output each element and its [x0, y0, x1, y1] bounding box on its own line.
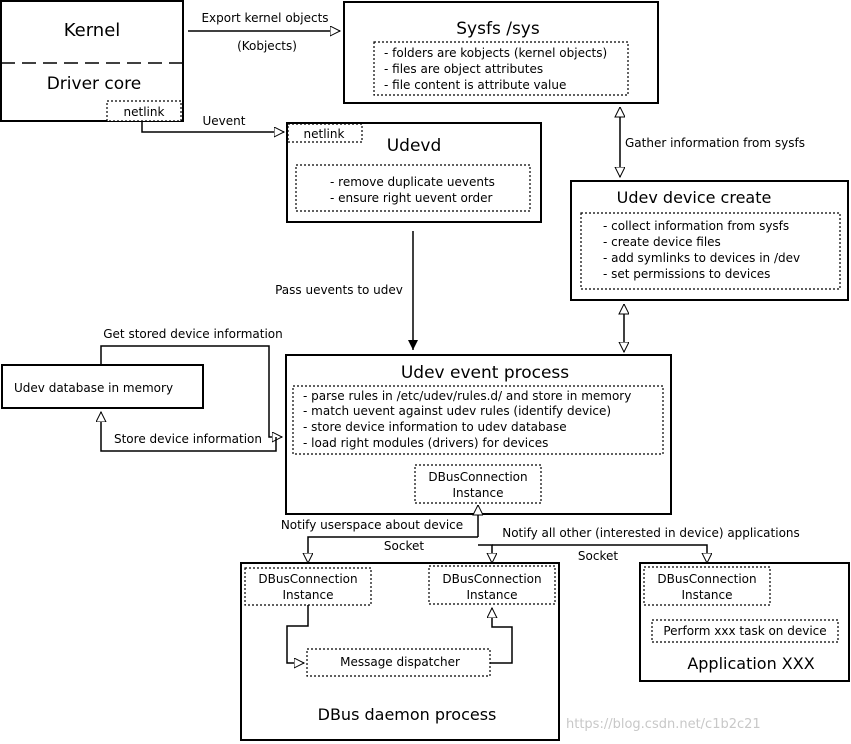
udevd-netlink-label: netlink [304, 127, 345, 141]
udevd-title: Udevd [387, 136, 442, 156]
kobjects-label: (Kobjects) [237, 39, 297, 53]
kernel-netlink-label: netlink [124, 105, 165, 119]
device-create-note-4: - set permissions to devices [603, 267, 770, 281]
database-box: Udev database in memory [1, 364, 204, 409]
kernel-title: Kernel [64, 20, 121, 41]
driver-core-title: Driver core [47, 74, 142, 94]
export-label: Export kernel objects [201, 11, 328, 25]
pass-uevents-label: Pass uevents to udev [275, 283, 403, 297]
sysfs-box: Sysfs /sys - folders are kobjects (kerne… [343, 1, 659, 104]
udevd-note-2: - ensure right uevent order [330, 191, 493, 205]
pass-uevents-arrow: Pass uevents to udev [275, 231, 418, 350]
event-note-1: - parse rules in /etc/udev/rules.d/ and … [303, 389, 631, 403]
event-dbus-line2: Instance [452, 486, 503, 500]
device-create-note-2: - create device files [603, 235, 721, 249]
database-title: Udev database in memory [14, 381, 173, 395]
watermark: https://blog.csdn.net/c1b2c21 [566, 717, 761, 732]
daemon-conn-left-line1: DBusConnection [258, 572, 357, 586]
export-arrow: Export kernel objects (Kobjects) [188, 11, 340, 53]
notify-arrows: Notify userspace about device Notify all… [281, 505, 800, 563]
udevd-note-1: - remove duplicate uevents [330, 175, 495, 189]
application-box: DBusConnection Instance Perform xxx task… [639, 562, 850, 682]
daemon-conn-left-line2: Instance [282, 588, 333, 602]
event-dbus-line1: DBusConnection [428, 470, 527, 484]
app-task-label: Perform xxx task on device [663, 624, 826, 638]
app-conn-line2: Instance [681, 588, 732, 602]
get-stored-label: Get stored device information [103, 327, 282, 341]
app-conn-line1: DBusConnection [657, 572, 756, 586]
notify-all-label: Notify all other (interested in device) … [502, 526, 800, 540]
event-note-4: - load right modules (drivers) for devic… [303, 436, 548, 450]
dbus-daemon-title: DBus daemon process [318, 705, 497, 724]
gather-label: Gather information from sysfs [625, 136, 805, 150]
sysfs-note-3: - file content is attribute value [384, 78, 566, 92]
store-info-label: Store device information [114, 432, 262, 446]
uevent-arrow: Uevent [141, 114, 284, 132]
sysfs-note-1: - folders are kobjects (kernel objects) [384, 46, 607, 60]
event-note-3: - store device information to udev datab… [303, 420, 567, 434]
socket-left-label: Socket [384, 539, 424, 553]
device-create-box: Udev device create - collect information… [570, 180, 849, 301]
event-process-box: Udev event process - parse rules in /etc… [285, 354, 672, 515]
device-create-note-1: - collect information from sysfs [603, 219, 789, 233]
message-dispatcher-label: Message dispatcher [340, 655, 460, 669]
sysfs-title: Sysfs /sys [456, 19, 540, 39]
event-note-2: - match uevent against udev rules (ident… [303, 404, 611, 418]
notify-userspace-label: Notify userspace about device [281, 518, 463, 532]
application-title: Application XXX [687, 654, 814, 673]
udevd-box: netlink Udevd - remove duplicate uevents… [286, 122, 542, 223]
socket-right-label: Socket [578, 549, 618, 563]
daemon-conn-right-line2: Instance [466, 588, 517, 602]
device-create-title: Udev device create [617, 188, 772, 207]
kernel-box: Kernel Driver core netlink [0, 0, 184, 122]
sysfs-note-2: - files are object attributes [384, 62, 543, 76]
device-create-note-3: - add symlinks to devices in /dev [603, 251, 800, 265]
dbus-daemon-box: DBusConnection Instance DBusConnection I… [240, 562, 560, 741]
uevent-label: Uevent [203, 114, 246, 128]
database-links: Get stored device information Store devi… [101, 327, 283, 452]
gather-arrow: Gather information from sysfs [620, 107, 805, 177]
daemon-conn-right-line1: DBusConnection [442, 572, 541, 586]
event-process-title: Udev event process [401, 363, 569, 383]
